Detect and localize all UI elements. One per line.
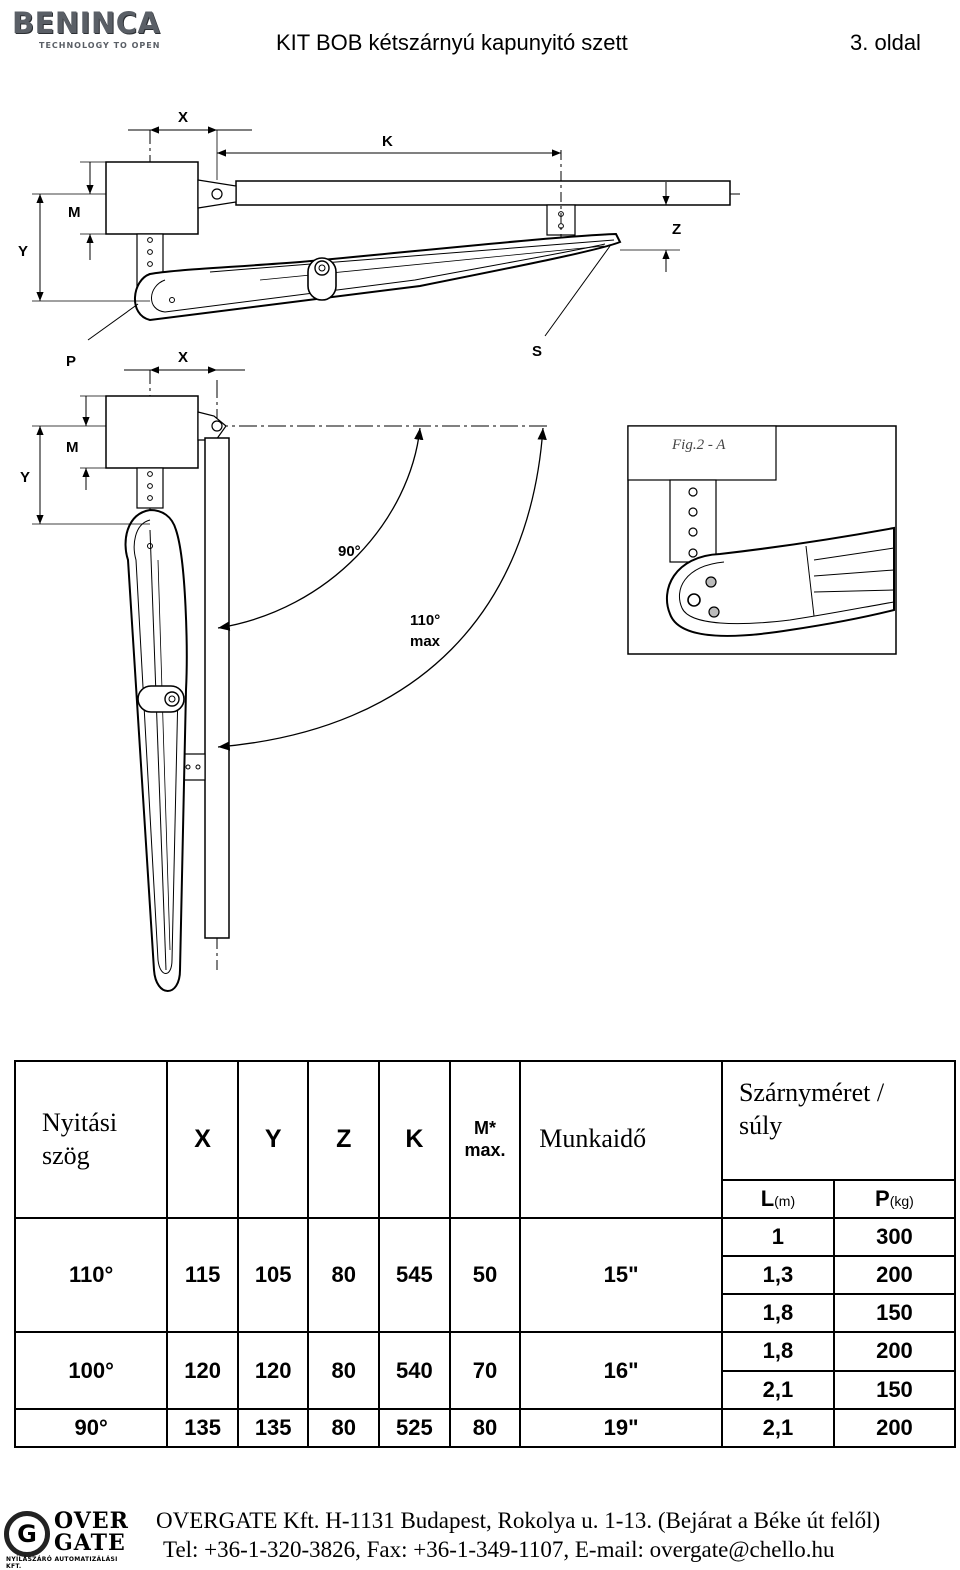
table-row: 90° 135 135 80 525 80 19" 2,1 200	[13, 1407, 957, 1449]
table-row: 110° 115 105 80 545 50 15" 1 300	[13, 1216, 957, 1334]
cell-m: 70	[448, 1331, 522, 1410]
dim-y-label-open: Y	[20, 469, 30, 486]
cell-p: 150	[832, 1293, 957, 1334]
cell-p: 200	[832, 1254, 957, 1296]
cell-m: 80	[448, 1407, 522, 1449]
dim-m-label: M	[68, 204, 81, 221]
cell-time: 16"	[519, 1331, 723, 1410]
dim-m-label-open: M	[66, 439, 79, 456]
overgate-word-gate: GATE	[54, 1530, 126, 1556]
dim-x-label-open: X	[178, 349, 188, 366]
dim-k-label: K	[382, 133, 393, 150]
cell-z: 80	[307, 1331, 381, 1410]
angle-110-label: 110°	[410, 612, 440, 629]
cell-angle: 110°	[13, 1216, 169, 1334]
document-title: KIT BOB kétszárnyú kapunyitó szett	[276, 30, 628, 55]
brand-wordmark: BENINCA	[12, 6, 161, 40]
cell-time: 15"	[519, 1216, 723, 1334]
footer-address: OVERGATE Kft. H-1131 Budapest, Rokolya u…	[156, 1508, 881, 1533]
col-header-p: P(kg)	[832, 1178, 957, 1219]
angle-max-label: max	[410, 633, 441, 650]
table-row: 1,8 150	[15, 1293, 957, 1334]
dim-z-label: Z	[672, 221, 681, 238]
col-header-z: Z	[307, 1060, 381, 1219]
cell-p: 200	[832, 1407, 957, 1449]
cell-time: 19"	[519, 1407, 723, 1449]
cell-k: 525	[378, 1407, 451, 1449]
table-row: 100° 120 120 80 540 70 16" 1,8 200	[13, 1331, 957, 1410]
bottom-view-open: X M Y 90° 110° max	[20, 349, 550, 992]
col-header-x: X	[166, 1060, 239, 1219]
cell-p: 300	[832, 1216, 957, 1257]
overgate-g-mark: G	[4, 1511, 50, 1557]
col-header-size: Szárnyméret /súly	[720, 1060, 957, 1181]
cell-angle: 100°	[13, 1331, 169, 1410]
col-header-k: K	[378, 1060, 451, 1219]
cell-l: 1,3	[720, 1254, 835, 1296]
page-number: 3. oldal	[850, 30, 921, 55]
installation-diagram: X K M Y Z P S	[18, 109, 897, 992]
col-header-y: Y	[236, 1060, 310, 1219]
overgate-word-over: OVER	[54, 1508, 129, 1534]
dim-y-label: Y	[18, 243, 28, 260]
cell-y: 135	[236, 1407, 310, 1449]
cell-z: 80	[307, 1216, 381, 1334]
cell-x: 135	[166, 1407, 239, 1449]
leader-s-label: S	[532, 343, 542, 360]
cell-l: 1	[720, 1216, 835, 1257]
cell-l: 1,8	[720, 1293, 835, 1334]
cell-y: 105	[236, 1216, 310, 1334]
cell-x: 115	[166, 1216, 239, 1334]
top-view-closed: X K M Y Z P S	[18, 109, 740, 370]
leader-p-label: P	[66, 353, 76, 370]
footer-contact: Tel: +36-1-320-3826, Fax: +36-1-349-1107…	[163, 1537, 835, 1562]
cell-k: 545	[378, 1216, 451, 1334]
cell-p: 200	[832, 1331, 957, 1372]
table-row: 2,1 150	[15, 1369, 957, 1410]
cell-l: 1,8	[720, 1331, 835, 1372]
dim-x-label: X	[178, 109, 188, 126]
detail-fig-2a: Fig.2 - A	[627, 425, 897, 655]
cell-m: 50	[448, 1216, 522, 1334]
cell-l: 2,1	[720, 1369, 835, 1410]
col-header-time: Munkaidő	[519, 1060, 723, 1219]
col-header-m: M*max.	[448, 1060, 522, 1219]
cell-p: 150	[832, 1369, 957, 1410]
angle-90-label: 90°	[338, 543, 361, 560]
beninca-logo: BENINCA TECHNOLOGY TO OPEN	[12, 6, 162, 50]
cell-x: 120	[166, 1331, 239, 1410]
col-header-l: L(m)	[720, 1178, 835, 1219]
detail-fig-label: Fig.2 - A	[671, 437, 726, 453]
cell-y: 120	[236, 1331, 310, 1410]
subheader-row: L(m) P(kg)	[15, 1178, 957, 1219]
brand-tagline: TECHNOLOGY TO OPEN	[39, 41, 161, 50]
cell-angle: 90°	[13, 1407, 169, 1449]
cell-k: 540	[378, 1331, 451, 1410]
overgate-logo: G OVER GATE NYÍLÁSZÁRÓ AUTOMATIZÁLÁSI KF…	[4, 1508, 134, 1570]
cell-z: 80	[307, 1407, 381, 1449]
table-row: 1,3 200	[15, 1254, 957, 1296]
cell-l: 2,1	[720, 1407, 835, 1449]
overgate-subtitle: NYÍLÁSZÁRÓ AUTOMATIZÁLÁSI KFT.	[6, 1556, 118, 1570]
